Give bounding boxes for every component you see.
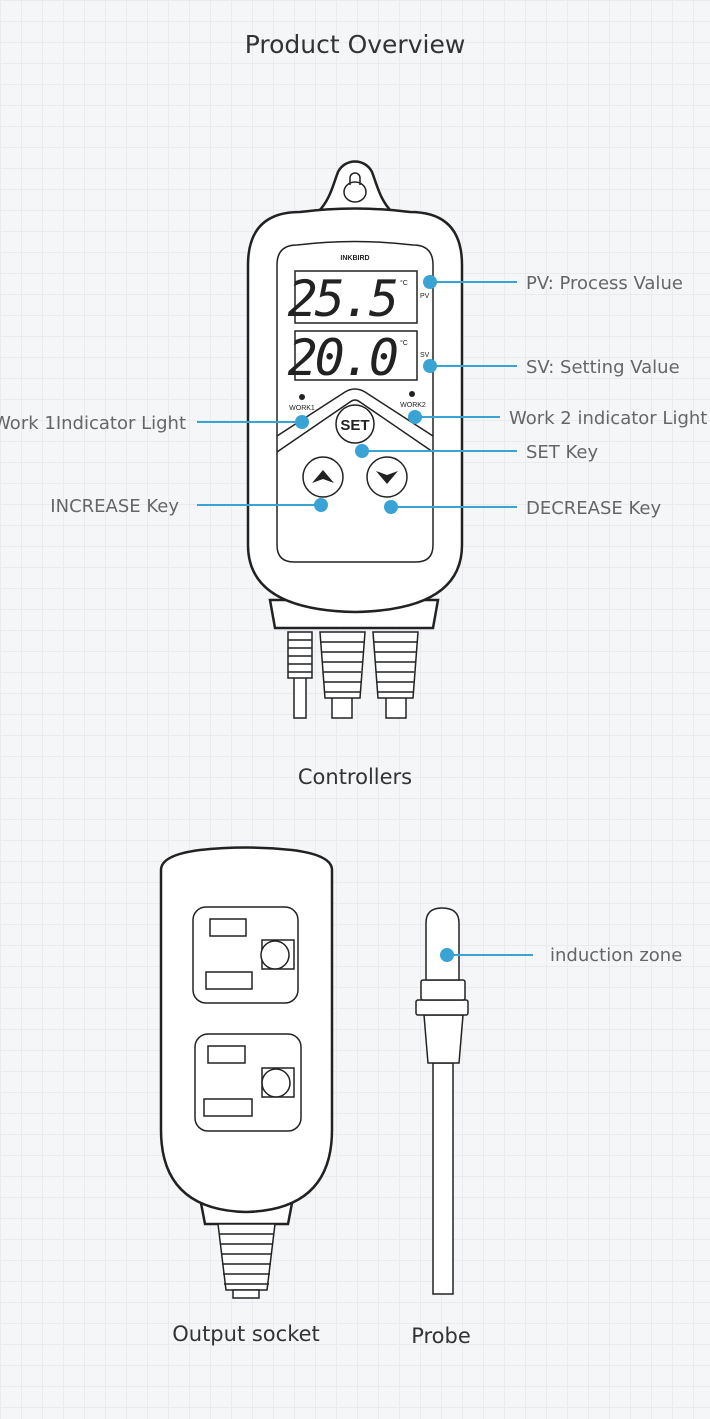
increase-key[interactable] <box>302 456 344 498</box>
callout-induction: induction zone <box>440 945 682 966</box>
sv-display <box>294 330 418 381</box>
outlet-2 <box>194 1033 302 1132</box>
socket-caption: Output socket <box>172 1322 320 1346</box>
brand-logo: INKBIRD <box>340 255 369 262</box>
probe-illustration <box>415 907 469 1295</box>
callout-increase-label: INCREASE Key <box>50 496 179 517</box>
down-arrow-icon <box>376 471 398 484</box>
callout-sv-label: SV: Setting Value <box>526 357 680 378</box>
work2-tag: WORK2 <box>400 402 426 409</box>
callout-work2-label: Work 2 indicator Light <box>509 408 707 429</box>
socket-body <box>159 846 334 1214</box>
pv-display <box>294 270 418 324</box>
decrease-key[interactable] <box>366 456 408 498</box>
work1-led <box>299 394 305 400</box>
work1-tag: WORK1 <box>289 405 315 412</box>
set-key[interactable]: SET <box>335 404 375 444</box>
callout-increase: INCREASE Key <box>50 496 328 517</box>
callout-pv-label: PV: Process Value <box>526 273 683 294</box>
callout-decrease-label: DECREASE Key <box>526 498 661 519</box>
callout-sv: SV: Setting Value <box>423 357 680 378</box>
callout-set: SET Key <box>355 442 598 463</box>
pv-tag: PV <box>420 293 430 300</box>
callout-work2: Work 2 indicator Light <box>408 408 707 429</box>
up-arrow-icon <box>312 470 334 483</box>
socket-illustration <box>159 846 334 1299</box>
callout-pv: PV: Process Value <box>423 273 683 294</box>
controllers-caption: Controllers <box>298 765 412 789</box>
callout-decrease: DECREASE Key <box>384 498 661 519</box>
callout-work1-label: Work 1Indicator Light <box>0 413 186 434</box>
callout-work1: Work 1Indicator Light <box>0 413 309 434</box>
sv-tag: SV <box>420 352 430 359</box>
callout-set-label: SET Key <box>526 442 598 463</box>
set-key-label: SET <box>340 417 369 434</box>
work2-led <box>409 391 415 397</box>
probe-caption: Probe <box>411 1324 471 1348</box>
controller-illustration: INKBIRD 25.5 °C PV 20.0 °C SV WORK1 WORK… <box>246 160 464 719</box>
sv-unit: °C <box>400 339 408 347</box>
page-title: Product Overview <box>245 30 466 59</box>
pv-unit: °C <box>400 279 408 287</box>
controller-cables <box>287 631 419 719</box>
pv-value: 25.5 <box>288 270 397 328</box>
outlet-1 <box>192 906 299 1004</box>
sv-value: 20.0 <box>288 329 397 387</box>
callout-induction-label: induction zone <box>550 945 682 966</box>
